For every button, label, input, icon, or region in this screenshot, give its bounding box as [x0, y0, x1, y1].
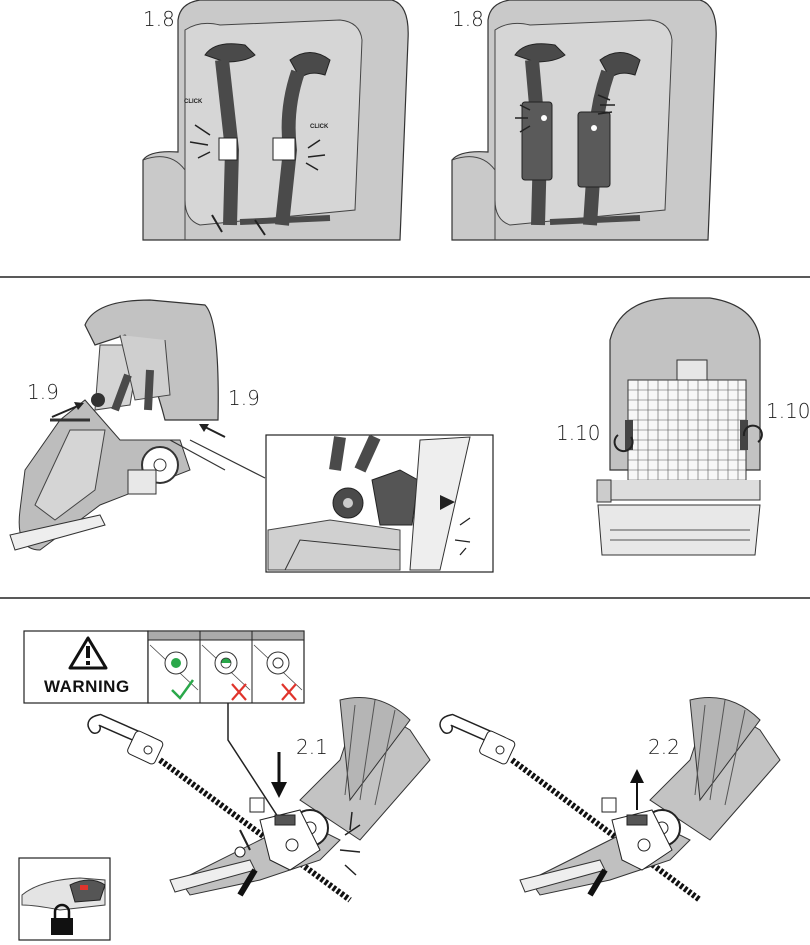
click-label-right: CLICK: [310, 124, 329, 130]
step-label-1-9-right: 1.9: [228, 386, 260, 410]
step-label-1-9-left: 1.9: [27, 380, 59, 404]
panel-2-2-stroller: 2.2: [445, 698, 780, 901]
panel-1-9-seat: 1.9 1.9: [10, 300, 265, 550]
panel-2-1-stroller: 2.1: [93, 698, 430, 901]
warning-box: WARNING: [24, 631, 304, 820]
panel-1-10-seat-back: 1.10 1.10: [556, 298, 810, 555]
click-label-left: CLICK: [184, 99, 203, 105]
warning-label: WARNING: [44, 677, 130, 696]
step-label-2-1: 2.1: [296, 735, 328, 759]
panel-1-8-right: 1.8: [452, 0, 716, 240]
step-label-1-10-left: 1.10: [556, 421, 601, 445]
step-label-1-8-right: 1.8: [452, 7, 484, 31]
lock-inset: [19, 858, 110, 940]
step-label-2-2: 2.2: [648, 735, 680, 759]
panel-1-8-left: 1.8 CLICK CLICK: [143, 0, 408, 240]
detail-inset-1-9: [266, 435, 493, 572]
step-label-1-10-right: 1.10: [766, 399, 810, 423]
step-label-1-8-left: 1.8: [143, 7, 175, 31]
